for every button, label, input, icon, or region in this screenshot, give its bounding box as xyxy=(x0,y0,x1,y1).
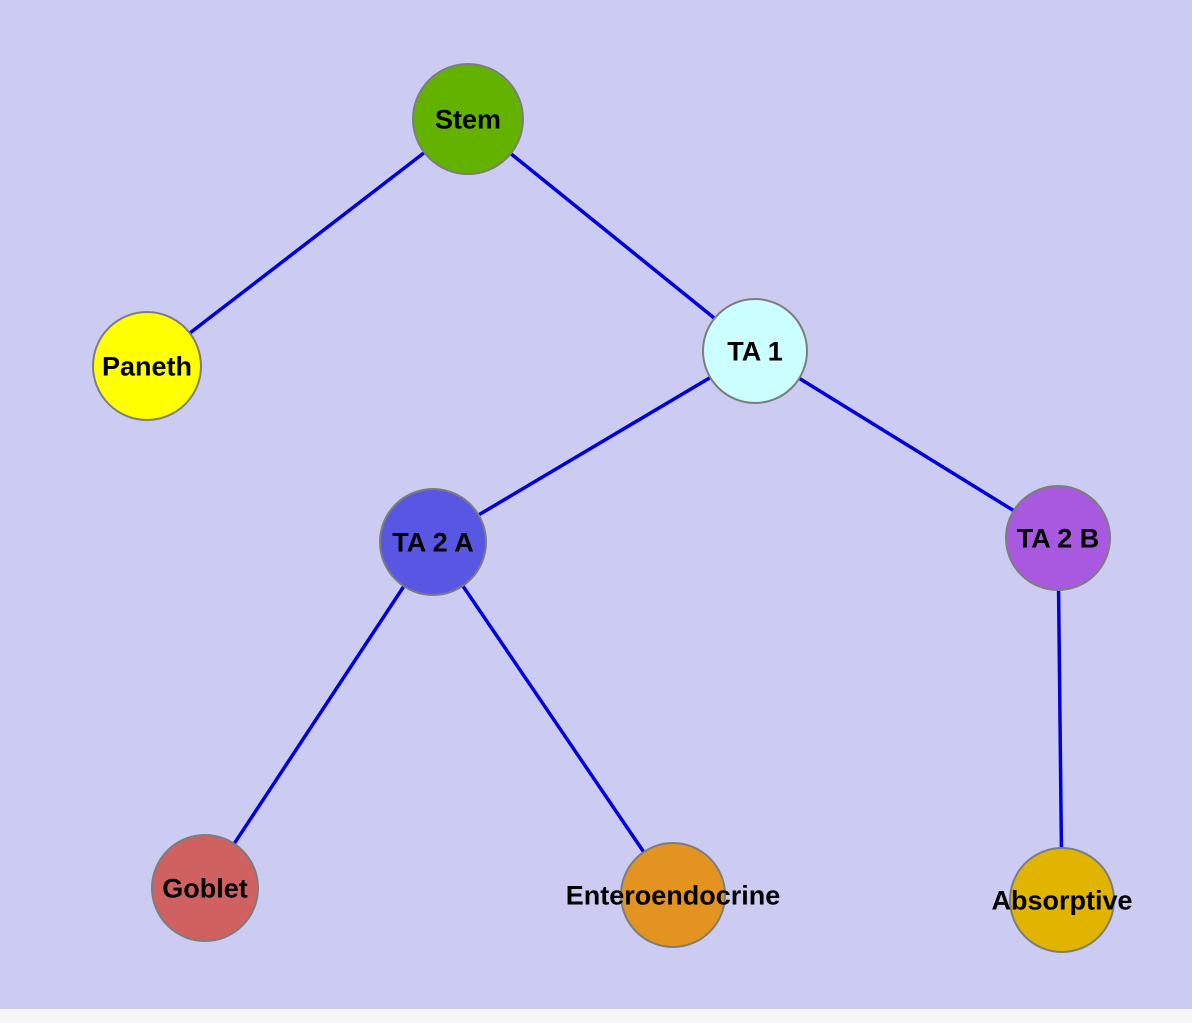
edge-layer xyxy=(145,117,1064,901)
edge-stem-paneth xyxy=(145,117,470,368)
node-circle-ta-2-a[interactable] xyxy=(379,488,487,596)
node-circle-enteroendocrine[interactable] xyxy=(620,842,726,948)
edge-ta-2-a-enteroendocrine xyxy=(431,541,675,896)
node-circle-ta-2-b[interactable] xyxy=(1005,485,1111,591)
edge-ta-2-b-absorptive xyxy=(1056,537,1064,901)
node-goblet[interactable]: Goblet xyxy=(151,834,259,942)
node-ta-2-b[interactable]: TA 2 B xyxy=(1005,485,1111,591)
node-paneth[interactable]: Paneth xyxy=(92,311,202,421)
node-circle-ta-1[interactable] xyxy=(702,298,808,404)
node-circle-stem[interactable] xyxy=(412,63,524,175)
node-circle-goblet[interactable] xyxy=(151,834,259,942)
edge-stem-ta-1 xyxy=(466,117,757,353)
node-ta-1[interactable]: TA 1 xyxy=(702,298,808,404)
edge-ta-1-ta-2-b xyxy=(754,349,1059,540)
node-circle-absorptive[interactable] xyxy=(1009,847,1115,953)
node-stem[interactable]: Stem xyxy=(412,63,524,175)
edge-ta-2-a-goblet xyxy=(203,541,435,889)
node-ta-2-a[interactable]: TA 2 A xyxy=(379,488,487,596)
node-circle-paneth[interactable] xyxy=(92,311,202,421)
edge-ta-1-ta-2-a xyxy=(432,349,756,544)
bottom-margin xyxy=(0,1009,1192,1023)
